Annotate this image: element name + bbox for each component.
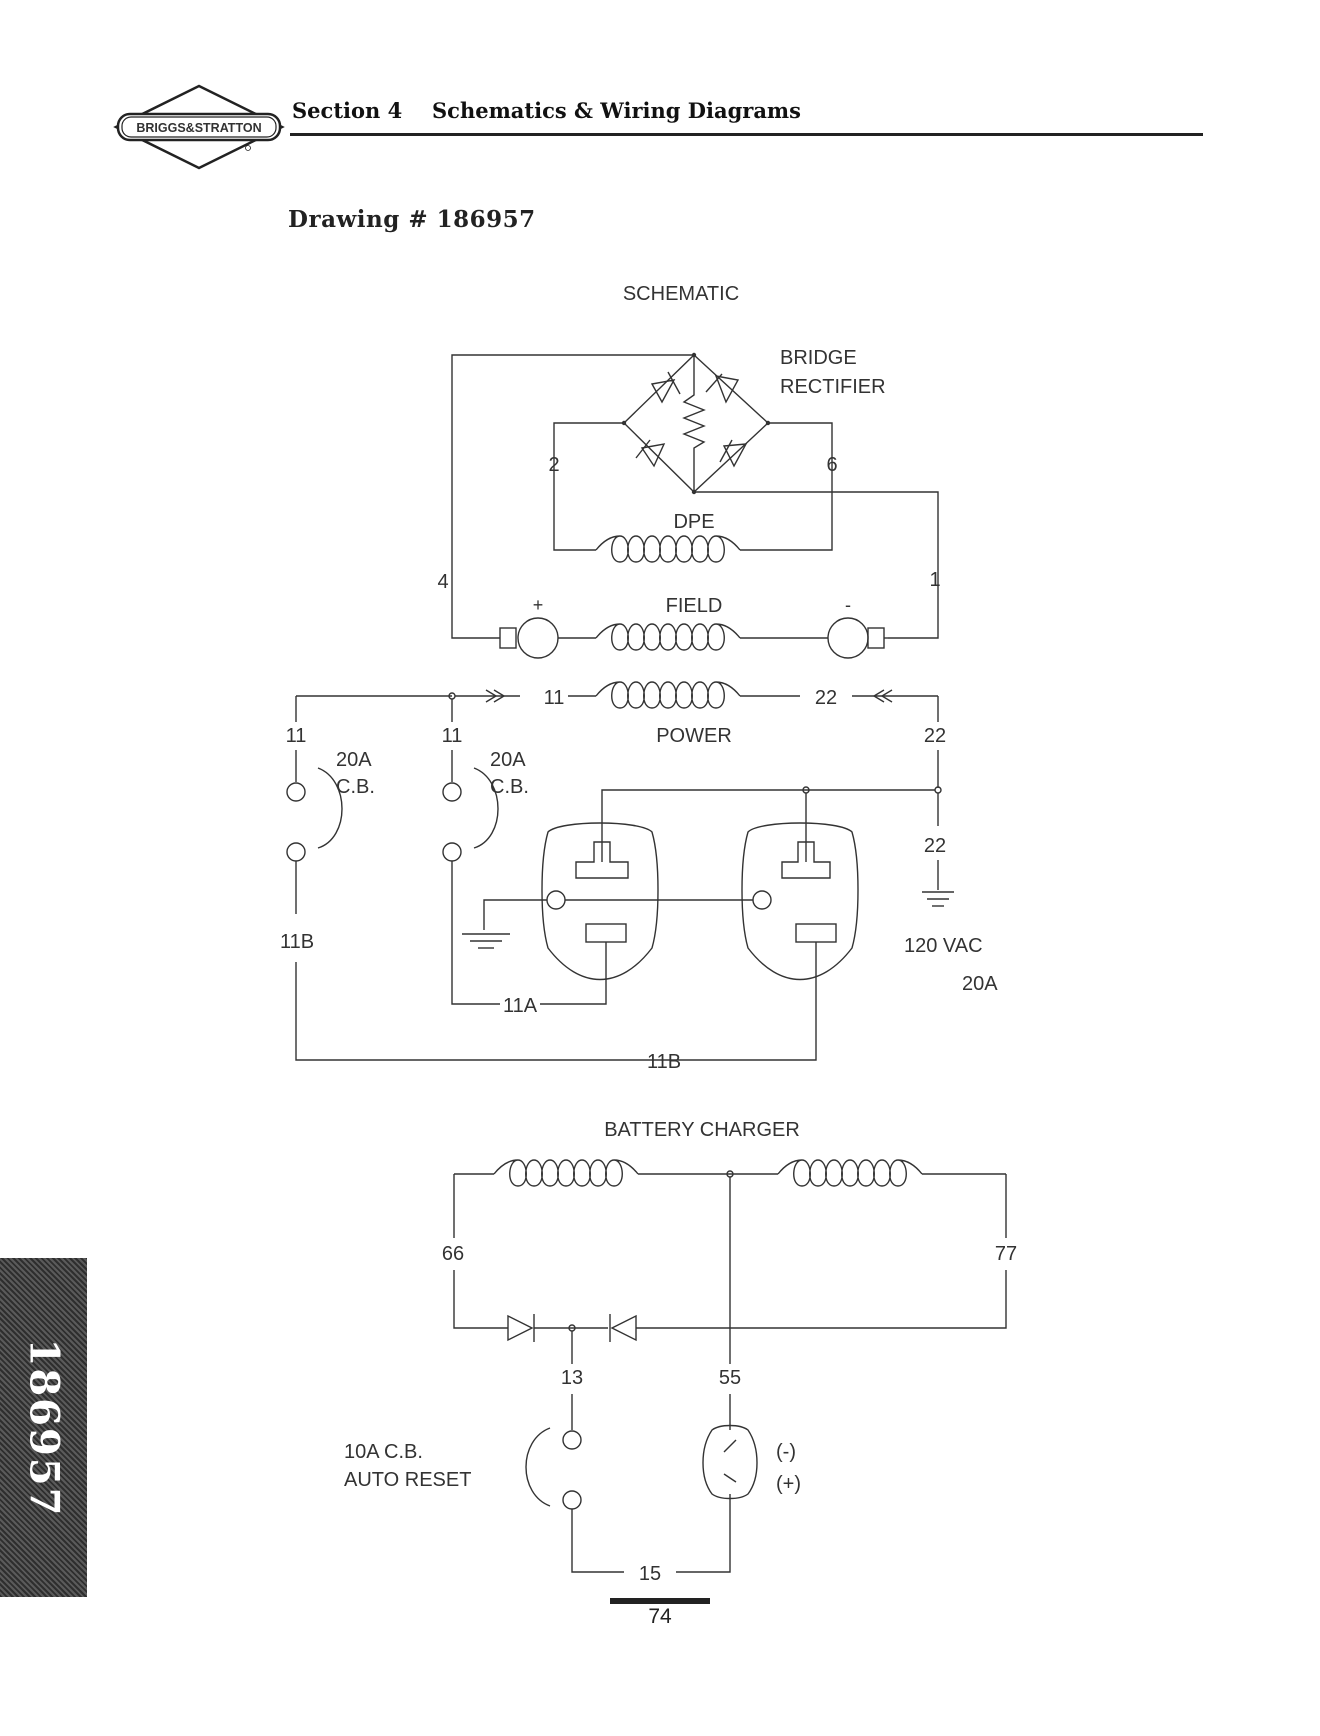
outlet-right	[742, 823, 858, 980]
wire-1-label: 1	[929, 569, 940, 591]
bridge-rectifier	[622, 353, 770, 494]
outlet-amps: 20A	[962, 973, 998, 995]
outlet-left	[542, 823, 658, 980]
wire-77-label: 77	[995, 1243, 1017, 1265]
charger-breaker-contact-top	[563, 1431, 581, 1449]
wire-4-label: 4	[437, 571, 448, 593]
brush-minus	[868, 628, 884, 648]
schematic-title: SCHEMATIC	[623, 283, 739, 305]
wire-11-mid-label: 11	[442, 725, 463, 747]
slip-ring-plus	[518, 618, 558, 658]
charger-breaker-contact-bottom	[563, 1491, 581, 1509]
bridge-label-2: RECTIFIER	[780, 376, 886, 398]
page-number: 74	[0, 1605, 1320, 1629]
dc-pos-label: (+)	[776, 1473, 801, 1495]
slip-ring-minus	[828, 618, 868, 658]
wire-55-label: 55	[719, 1367, 741, 1389]
breaker-mid-cb: C.B.	[490, 776, 529, 798]
ground-symbol-right	[922, 892, 954, 906]
outlet-voltage: 120 VAC	[904, 935, 983, 957]
field-label: FIELD	[666, 595, 723, 617]
wire-11b-bottom-label: 11B	[647, 1051, 681, 1073]
charger-breaker-label-1: 10A C.B.	[344, 1441, 423, 1463]
wire-22-right-label: 22	[924, 725, 946, 747]
dpe-coil	[596, 536, 740, 562]
field-coil	[596, 624, 740, 650]
wire-11b-left-label: 11B	[280, 931, 314, 953]
charger-coil-right	[778, 1160, 922, 1186]
dc-neg-label: (-)	[776, 1441, 796, 1463]
charger-diode-right	[610, 1314, 636, 1342]
dc-outlet	[703, 1426, 757, 1499]
charger-breaker-label-2: AUTO RESET	[344, 1469, 471, 1491]
side-tab-text: 186957	[21, 1339, 68, 1518]
breaker-left-amps: 20A	[336, 749, 372, 771]
bridge-label-1: BRIDGE	[780, 347, 857, 369]
charger-diode-left	[508, 1314, 534, 1342]
breaker-left-cb: C.B.	[336, 776, 375, 798]
field-plus: +	[533, 595, 544, 615]
brush-plus	[500, 628, 516, 648]
wire-11-left-label: 11	[286, 725, 307, 747]
wire-15-label: 15	[639, 1563, 661, 1585]
wire-6-label: 6	[826, 454, 837, 476]
ground-symbol-left	[462, 934, 510, 948]
wire-22-lower-label: 22	[924, 835, 946, 857]
field-minus: -	[845, 595, 851, 615]
wire-22-label: 22	[815, 687, 837, 709]
wire-2-label: 2	[548, 454, 559, 476]
breaker-mid-amps: 20A	[490, 749, 526, 771]
power-coil	[596, 682, 740, 708]
wire-11-label: 11	[544, 687, 565, 709]
wire-13-label: 13	[561, 1367, 583, 1389]
side-tab: 186957	[0, 1258, 87, 1597]
charger-coil-left	[494, 1160, 638, 1186]
wire-66-label: 66	[442, 1243, 464, 1265]
power-label: POWER	[656, 725, 732, 747]
dpe-label: DPE	[673, 511, 714, 533]
battery-charger-title: BATTERY CHARGER	[604, 1119, 800, 1141]
page-number-bar	[610, 1598, 710, 1604]
wire-11a-label: 11A	[503, 995, 538, 1017]
